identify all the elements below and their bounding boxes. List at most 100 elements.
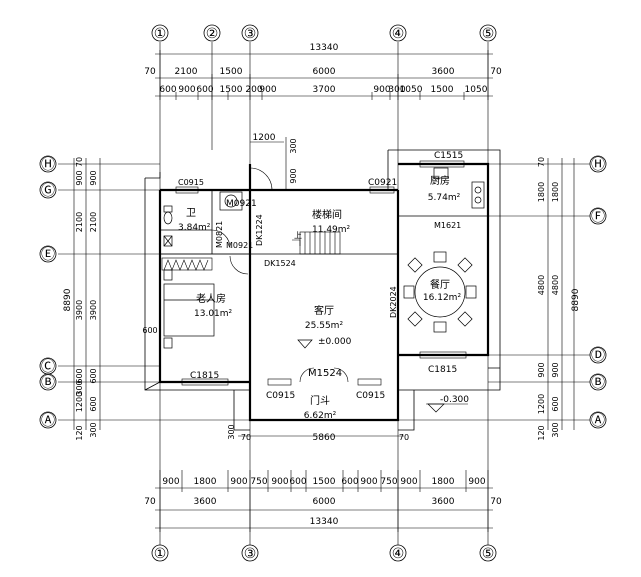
- svg-text:900: 900: [551, 362, 560, 377]
- tag-m0921-b: M0921: [226, 241, 253, 250]
- svg-text:2100: 2100: [89, 212, 98, 232]
- dim-bot-mid-2: 5860: [313, 433, 336, 443]
- living-level: ±0.000: [318, 337, 352, 347]
- svg-text:120: 120: [537, 425, 546, 440]
- tag-m1524: M1524: [308, 368, 342, 379]
- axis-bubble-D-right: Ⓓ: [589, 346, 607, 364]
- axis-bubble-A-right: Ⓐ: [589, 411, 607, 429]
- axis-bubble-F-right: Ⓕ: [589, 207, 607, 225]
- level-marker-icon: [297, 339, 313, 349]
- svg-text:600: 600: [89, 396, 98, 411]
- elder-room-name: 老人房: [196, 292, 226, 305]
- svg-text:Ⓗ: Ⓗ: [591, 157, 605, 173]
- svg-text:④: ④: [392, 26, 405, 42]
- dim-top-r3-4: 200: [245, 85, 262, 95]
- door-m0921-b-swing: [229, 255, 249, 275]
- dim-bot-r2-3: 3600: [432, 497, 455, 507]
- svg-text:4800: 4800: [551, 275, 560, 295]
- axis-bubble-H-left: Ⓗ: [39, 155, 57, 173]
- tag-m0821: M0821: [215, 221, 224, 248]
- outdoor-level-label: -0.300: [440, 395, 469, 405]
- dim-top-r3-11: 1050: [465, 85, 488, 95]
- bath-name: 卫: [186, 208, 196, 219]
- svg-text:300: 300: [89, 422, 98, 437]
- dim-top-extra-0: 1200: [253, 133, 276, 143]
- door-m1524-swing: [299, 367, 349, 383]
- svg-text:Ⓐ: Ⓐ: [41, 413, 55, 429]
- dim-bot-r2-2: 6000: [313, 497, 336, 507]
- dim-bot-r1-1: 1800: [194, 477, 217, 487]
- bed-icon: [163, 269, 215, 349]
- axis-bubble-2-top: ②: [203, 24, 221, 42]
- tag-c1815-dining: C1815: [428, 365, 457, 375]
- svg-text:900: 900: [537, 362, 546, 377]
- dim-bot-r1-2: 900: [230, 477, 247, 487]
- kitchen-area: 5.74m²: [428, 193, 461, 203]
- dining-name: 餐厅: [430, 278, 450, 291]
- svg-text:Ⓒ: Ⓒ: [41, 359, 55, 375]
- windows: [175, 160, 467, 386]
- svg-text:1200: 1200: [537, 394, 546, 414]
- dim-top-extra-2: 900: [289, 168, 298, 183]
- bottom-dimensions: 900 1800 900 750 900 600 1500 600 900 75…: [144, 424, 502, 532]
- dim-top-r3-5: 900: [259, 85, 276, 95]
- window-c0915-entry-right: [357, 378, 382, 386]
- svg-text:③: ③: [244, 26, 257, 42]
- axis-bubble-3-top: ③: [241, 24, 259, 42]
- axis-bubble-5-top: ⑤: [479, 24, 497, 42]
- right-dimensions: 8890 70 1800 4800 900 1200 120 1800 4800…: [537, 157, 581, 441]
- svg-text:①: ①: [154, 546, 167, 562]
- window-c0921: [369, 186, 395, 194]
- tag-m0921-a: M0921: [226, 199, 257, 209]
- dim-bot-r1-0: 900: [162, 477, 179, 487]
- dim-bot-mid-3: 70: [399, 433, 409, 442]
- dim-top-r2-3: 6000: [313, 67, 336, 77]
- kitchen-name: 厨房: [430, 174, 450, 187]
- dim-top-r3-3: 1500: [220, 85, 243, 95]
- dim-bot-r1-8: 900: [360, 477, 377, 487]
- svg-text:⑤: ⑤: [482, 26, 495, 42]
- dim-right-total: 8890: [571, 288, 581, 311]
- svg-text:4800: 4800: [537, 275, 546, 295]
- dim-top-r2-2: 1500: [220, 67, 243, 77]
- svg-text:③: ③: [244, 546, 257, 562]
- dim-left-total: 8890: [63, 288, 73, 311]
- tag-c0915-entry-left: C0915: [266, 391, 295, 401]
- dim-top-r2-5: 70: [490, 67, 502, 77]
- dim-top-total: 13340: [310, 43, 339, 53]
- dining-area: 16.12m²: [423, 293, 462, 303]
- svg-text:1800: 1800: [551, 182, 560, 202]
- tag-c0915-entry-right: C0915: [356, 391, 385, 401]
- svg-text:600: 600: [89, 368, 98, 383]
- dim-top-r3-10: 1500: [431, 85, 454, 95]
- tag-dk1524: DK1524: [264, 259, 296, 268]
- svg-text:600: 600: [551, 396, 560, 411]
- svg-text:900: 900: [75, 170, 84, 185]
- kitchen-sink-icon: [433, 167, 449, 179]
- dim-top-r3-6: 3700: [313, 85, 336, 95]
- axis-bubble-B-left: Ⓑ: [39, 373, 57, 391]
- tag-c0915-north: C0915: [178, 178, 204, 187]
- dining-table-icon: [403, 251, 477, 333]
- dim-bot-r1-3: 750: [250, 477, 267, 487]
- svg-text:600: 600: [75, 368, 84, 383]
- svg-text:Ⓐ: Ⓐ: [591, 413, 605, 429]
- tag-m1621: M1621: [434, 221, 461, 230]
- dim-bot-r2-4: 70: [490, 497, 502, 507]
- window-c1815-elder: [181, 378, 229, 386]
- dim-left-note: 600: [142, 326, 157, 335]
- svg-text:120: 120: [75, 425, 84, 440]
- washbasin-icon: [219, 191, 243, 211]
- svg-text:3900: 3900: [75, 300, 84, 320]
- axis-bubble-5-bottom: ⑤: [479, 544, 497, 562]
- svg-text:Ⓖ: Ⓖ: [41, 183, 55, 199]
- dim-top-r2-4: 3600: [432, 67, 455, 77]
- window-c0915-entry-left: [267, 378, 292, 386]
- svg-text:②: ②: [206, 26, 219, 42]
- dim-top-r2-0: 70: [144, 67, 156, 77]
- stair-name: 楼梯间: [312, 208, 342, 221]
- axis-bubble-1-bottom: ①: [151, 544, 169, 562]
- dim-top-r2-1: 2100: [175, 67, 198, 77]
- axis-bubble-B-right: Ⓑ: [589, 373, 607, 391]
